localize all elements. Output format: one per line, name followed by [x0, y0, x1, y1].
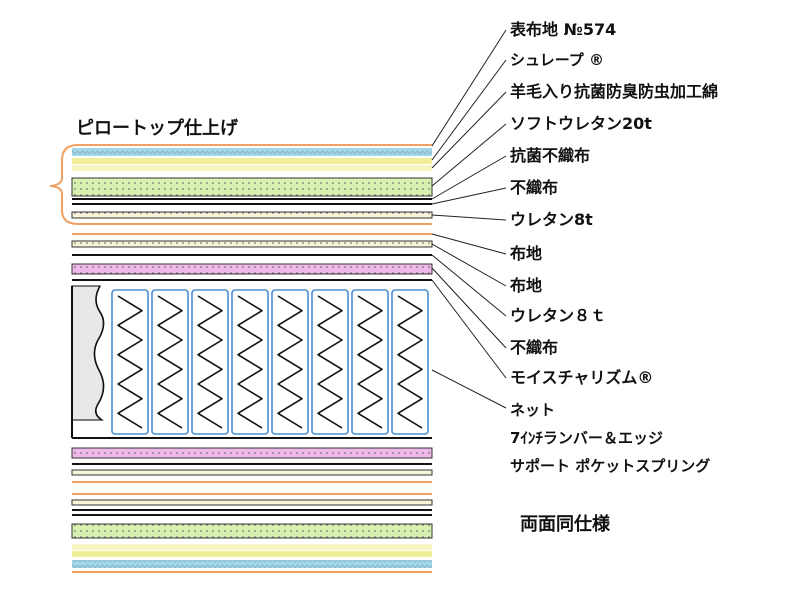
label-moisturism: モイスチャリズム® [510, 368, 654, 387]
spring-coil [397, 295, 423, 429]
leader-line [431, 267, 507, 349]
lumber-edge [71, 285, 105, 421]
pocket-spring [191, 289, 229, 435]
label-urethane-8t: ウレタン8t [510, 210, 593, 229]
label-top-fabric: 表布地 №574 [510, 20, 617, 39]
double-sided-note: 両面同仕様 [520, 514, 610, 535]
leader-line [431, 243, 507, 287]
label-antibacterial-nonwoven: 抗菌不織布 [510, 146, 591, 165]
wool-layer [72, 165, 432, 171]
label-net: ネット [510, 401, 556, 419]
leader-line [431, 155, 507, 200]
leader-line [431, 91, 507, 169]
urethane-layer-bottom-2 [71, 499, 433, 506]
spring-coil [317, 295, 343, 429]
shulep-layer-bottom [72, 551, 432, 557]
pocket-spring [111, 289, 149, 435]
pocket-spring [231, 289, 269, 435]
leader-line [431, 254, 507, 317]
pillow-top-title: ピロートップ仕上げ [76, 118, 238, 139]
leader-line [431, 369, 507, 409]
label-fabric-1: 布地 [510, 244, 543, 263]
spring-coil [197, 295, 223, 429]
pocket-spring [271, 289, 309, 435]
urethane-layer-bottom-1 [71, 469, 433, 476]
pocket-spring [151, 289, 189, 435]
pillow-top-bracket [49, 144, 79, 225]
leader-line [431, 187, 507, 205]
leader-line [431, 214, 507, 221]
spring-coil [357, 295, 383, 429]
leader-line [431, 29, 507, 147]
label-lumber-edge: 7ｲﾝﾁランバー＆エッジ [510, 429, 663, 447]
pocket-spring [391, 289, 429, 435]
label-nonwoven-2: 不織布 [510, 338, 559, 357]
leader-line [431, 233, 507, 255]
shulep-layer [72, 158, 432, 164]
pocket-spring [311, 289, 349, 435]
label-wool: 羊毛入り抗菌防臭防虫加工綿 [510, 82, 719, 101]
spring-block [71, 285, 432, 439]
spring-coil [277, 295, 303, 429]
label-soft-urethane: ソフトウレタン20t [510, 114, 652, 133]
label-fabric-2: 布地 [510, 276, 543, 295]
label-pocket-spring: サポート ポケットスプリング [510, 457, 711, 475]
leader-line [431, 123, 507, 187]
leader-line [431, 59, 507, 161]
label-shulep: シュレープ ® [510, 51, 605, 69]
spring-coil [157, 295, 183, 429]
label-urethane-8t-2: ウレタン８ｔ [510, 306, 607, 325]
pocket-spring [351, 289, 389, 435]
spring-coil [117, 295, 143, 429]
label-nonwoven: 不織布 [510, 178, 559, 197]
leader-line [431, 279, 507, 379]
spring-coil [237, 295, 263, 429]
wool-layer-bottom [72, 544, 432, 550]
